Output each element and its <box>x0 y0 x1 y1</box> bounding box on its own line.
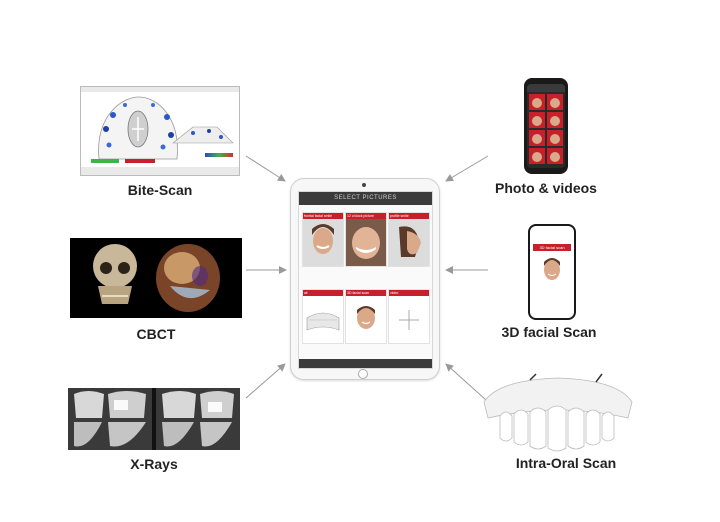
tablet-title: SELECT PICTURES <box>299 192 432 205</box>
arrow-photo <box>445 155 489 182</box>
x-rays-image <box>68 388 240 450</box>
tile-label: video <box>389 290 429 296</box>
intra-oral-image <box>478 372 638 452</box>
label-x-rays: X-Rays <box>130 456 178 472</box>
phone-facial-device: 3D facial scan <box>528 224 576 320</box>
tile-label: 12 o'clock picture <box>346 213 386 219</box>
label-bite-scan: Bite-Scan <box>127 182 193 198</box>
tile-3d-facial-scan[interactable]: 3D facial scan <box>345 289 387 344</box>
tile-12-oclock[interactable]: 12 o'clock picture <box>345 212 387 267</box>
tile-profile-smile[interactable]: profile smile <box>388 212 430 267</box>
arrow-intra-oral <box>445 363 487 401</box>
tile-video[interactable]: video <box>388 289 430 344</box>
label-cbct: CBCT <box>136 326 176 342</box>
home-button[interactable] <box>358 369 368 379</box>
tile-label: 3D facial scan <box>346 290 386 296</box>
arrow-bite-scan <box>245 155 286 182</box>
camera-dot <box>362 183 366 187</box>
phone-photos-screen <box>527 84 565 168</box>
tile-label: frontal facial smile <box>303 213 343 219</box>
tile-wt[interactable]: wt <box>302 289 344 344</box>
label-facial-scan: 3D facial Scan <box>501 324 597 340</box>
tablet-screen: SELECT PICTURES frontal facial smile 12 … <box>298 191 433 369</box>
tile-frontal-smile[interactable]: frontal facial smile <box>302 212 344 267</box>
arrow-x-rays <box>245 363 286 399</box>
tablet-device: SELECT PICTURES frontal facial smile 12 … <box>290 178 440 380</box>
label-photo-videos: Photo & videos <box>495 180 597 196</box>
tile-label: wt <box>303 290 343 296</box>
label-intra-oral: Intra-Oral Scan <box>515 455 617 471</box>
tile-label: profile smile <box>389 213 429 219</box>
cbct-image <box>70 238 242 318</box>
phone-photos-device <box>524 78 568 174</box>
bite-scan-image <box>80 86 240 176</box>
phone-facial-tag: 3D facial scan <box>533 244 571 251</box>
tablet-footer-bar <box>299 359 432 368</box>
